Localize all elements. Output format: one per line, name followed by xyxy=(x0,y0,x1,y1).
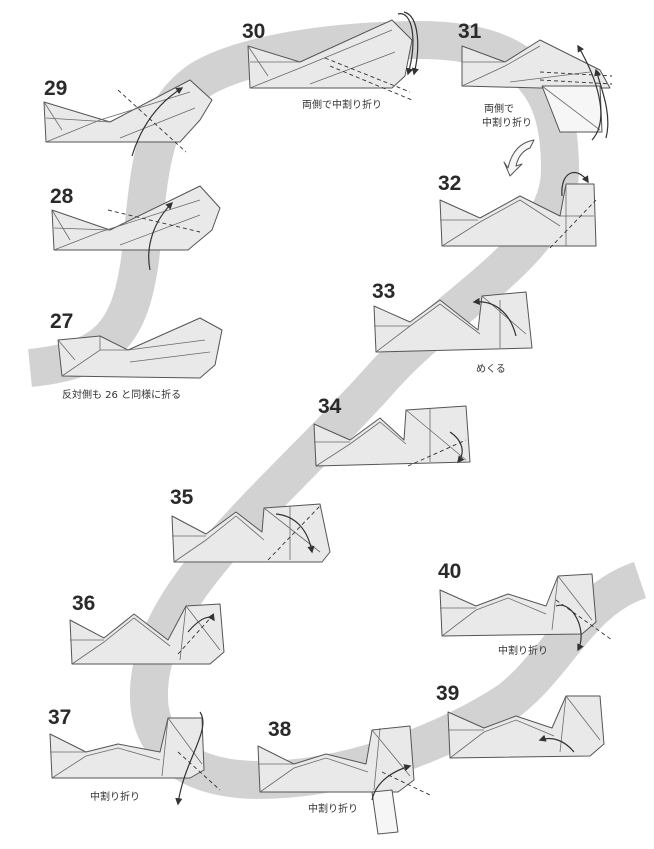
step-number: 35 xyxy=(170,486,194,509)
fold-model-flap xyxy=(371,789,399,835)
fold-model xyxy=(439,183,597,247)
step-40: 40 中割り折り xyxy=(438,560,613,657)
fold-arrow xyxy=(148,201,174,271)
step-37: 37 中割り折り xyxy=(48,706,221,806)
fold-arrow xyxy=(187,613,215,633)
step-31: 31 両側で 中割り折り xyxy=(458,20,613,177)
step-caption: 中割り折り xyxy=(90,790,140,803)
fold-arrow xyxy=(371,764,412,801)
step-29: 29 xyxy=(43,77,213,157)
step-27: 27 反対側も 26 と同様に折る xyxy=(50,310,223,401)
step-number: 31 xyxy=(458,20,482,43)
step-number: 38 xyxy=(268,718,292,741)
fold-model xyxy=(69,603,225,665)
fold-arrow xyxy=(449,431,465,464)
fold-model xyxy=(439,573,597,637)
step-number: 40 xyxy=(438,560,461,583)
step-34: 34 xyxy=(313,395,471,467)
step-number: 29 xyxy=(44,77,67,100)
step-number: 34 xyxy=(318,395,342,418)
step-32: 32 xyxy=(438,171,597,249)
fold-arrow xyxy=(403,11,419,76)
step-number: 27 xyxy=(50,310,73,333)
fold-model xyxy=(57,317,223,379)
fold-model xyxy=(447,695,605,759)
fold-arrow xyxy=(275,513,315,554)
step-38: 38 中割り折り xyxy=(257,718,433,835)
step-30: 30 両側で中割り折り xyxy=(242,11,419,111)
fold-model xyxy=(247,19,413,89)
fold-arrow xyxy=(561,171,589,197)
fold-arrow xyxy=(472,297,517,337)
fold-arrow xyxy=(131,87,184,157)
fold-model xyxy=(257,725,415,793)
turn-over-arrow-icon xyxy=(503,139,535,177)
fold-arrow xyxy=(538,734,575,753)
step-number: 39 xyxy=(436,682,459,705)
step-caption: 反対側も 26 と同様に折る xyxy=(62,388,181,401)
fold-arrow xyxy=(397,13,414,76)
step-caption-line1: 両側で xyxy=(484,102,514,115)
fold-model xyxy=(461,39,611,89)
fold-arrow xyxy=(555,604,584,652)
step-35: 35 xyxy=(170,486,331,563)
step-number: 28 xyxy=(50,185,74,208)
step-39: 39 xyxy=(436,682,605,759)
step-number: 37 xyxy=(48,706,71,729)
step-caption: 中割り折り xyxy=(308,802,358,815)
fold-arrow xyxy=(594,68,609,139)
step-28: 28 xyxy=(50,185,221,271)
fold-arrow xyxy=(175,711,204,806)
step-36: 36 xyxy=(69,592,225,665)
step-caption: めくる xyxy=(476,363,506,375)
step-number: 30 xyxy=(242,20,265,43)
step-number: 33 xyxy=(372,280,395,303)
step-number: 36 xyxy=(72,592,95,615)
step-caption: 両側で中割り折り xyxy=(302,98,382,111)
fold-model xyxy=(43,79,213,143)
fold-arrow xyxy=(577,44,602,141)
step-caption-line2: 中割り折り xyxy=(482,116,532,129)
fold-model xyxy=(49,717,205,779)
step-caption: 中割り折り xyxy=(498,644,548,657)
step-number: 32 xyxy=(438,172,461,195)
step-33: 33 めくる xyxy=(372,280,533,375)
